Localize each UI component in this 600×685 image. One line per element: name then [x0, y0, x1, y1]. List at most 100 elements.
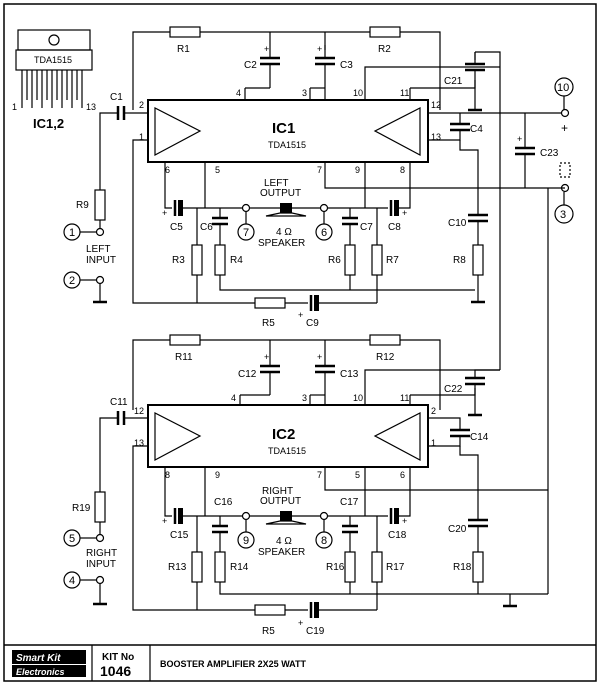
svg-text:INPUT: INPUT — [86, 255, 116, 266]
c2: + C2 — [244, 44, 280, 71]
svg-text:C20: C20 — [448, 524, 467, 535]
svg-text:C5: C5 — [170, 222, 183, 233]
svg-text:C16: C16 — [214, 497, 233, 508]
svg-text:R9: R9 — [76, 200, 89, 211]
svg-text:7: 7 — [317, 165, 322, 175]
svg-text:OUTPUT: OUTPUT — [260, 188, 301, 199]
svg-text:SPEAKER: SPEAKER — [258, 547, 305, 558]
svg-text:12: 12 — [134, 406, 144, 416]
svg-text:2: 2 — [139, 100, 144, 110]
svg-text:R5: R5 — [262, 318, 275, 329]
svg-text:C22: C22 — [444, 384, 463, 395]
svg-text:R6: R6 — [328, 255, 341, 266]
svg-text:INPUT: INPUT — [86, 559, 116, 570]
svg-text:4: 4 — [231, 393, 236, 403]
svg-text:R2: R2 — [378, 44, 391, 55]
r18 — [472, 551, 484, 583]
svg-text:1: 1 — [69, 227, 75, 239]
svg-text:C13: C13 — [340, 369, 359, 380]
r4 — [214, 244, 226, 276]
speaker-right — [250, 511, 320, 525]
svg-text:C8: C8 — [388, 222, 401, 233]
svg-text:+: + — [264, 352, 269, 362]
svg-text:9: 9 — [243, 535, 249, 547]
svg-text:+: + — [162, 516, 167, 526]
svg-text:1: 1 — [139, 132, 144, 142]
svg-text:+: + — [561, 121, 568, 135]
svg-text:RIGHT: RIGHT — [86, 548, 117, 559]
svg-text:4 Ω: 4 Ω — [276, 536, 292, 547]
svg-text:5: 5 — [355, 470, 360, 480]
svg-text:9: 9 — [215, 470, 220, 480]
package-pin-last: 13 — [86, 102, 96, 112]
svg-text:5: 5 — [69, 533, 75, 545]
ic1-part: TDA1515 — [268, 140, 306, 150]
svg-text:13: 13 — [134, 438, 144, 448]
r17 — [371, 551, 383, 583]
r9 — [94, 189, 106, 221]
svg-text:R17: R17 — [386, 562, 405, 573]
r5-bottom — [254, 604, 286, 616]
svg-text:7: 7 — [243, 227, 249, 239]
svg-text:R19: R19 — [72, 503, 91, 514]
package-label: IC1,2 — [33, 116, 64, 131]
ic2-section: + C12 + C13 R11 R12 C22 IC2 TDA1515 12 1… — [63, 334, 549, 637]
svg-text:RIGHT: RIGHT — [262, 486, 293, 497]
package-pin-first: 1 — [12, 102, 17, 112]
svg-text:+: + — [317, 44, 322, 54]
svg-text:C19: C19 — [306, 626, 325, 637]
svg-text:C4: C4 — [470, 124, 483, 135]
svg-text:R18: R18 — [453, 562, 472, 573]
svg-text:10: 10 — [353, 393, 363, 403]
svg-text:R16: R16 — [326, 562, 345, 573]
svg-text:C23: C23 — [540, 148, 559, 159]
svg-text:4 Ω: 4 Ω — [276, 227, 292, 238]
svg-text:+: + — [517, 134, 522, 144]
kit-label: KIT No — [102, 652, 134, 663]
svg-text:C15: C15 — [170, 530, 189, 541]
svg-text:6: 6 — [165, 165, 170, 175]
svg-text:13: 13 — [431, 132, 441, 142]
svg-text:+: + — [402, 208, 407, 218]
svg-text:8: 8 — [400, 165, 405, 175]
svg-text:2: 2 — [69, 275, 75, 287]
svg-text:6: 6 — [321, 227, 327, 239]
svg-text:10: 10 — [557, 82, 569, 94]
c3: + C3 — [315, 32, 353, 71]
diagram-title: BOOSTER AMPLIFIER 2X25 WATT — [160, 659, 307, 669]
svg-text:3: 3 — [302, 393, 307, 403]
ic-package: TDA1515 1 13 IC1,2 — [12, 29, 96, 131]
svg-text:11: 11 — [400, 88, 409, 98]
svg-text:5: 5 — [215, 165, 220, 175]
svg-text:R13: R13 — [168, 562, 187, 573]
svg-text:8: 8 — [321, 535, 327, 547]
svg-text:R1: R1 — [177, 44, 190, 55]
ic1-section: + C2 + C3 R1 R2 C21 IC1 TDA1515 2 1 — [63, 26, 565, 370]
svg-text:C3: C3 — [340, 60, 353, 71]
kit-number: 1046 — [100, 663, 131, 679]
svg-text:3: 3 — [560, 209, 566, 221]
svg-text:+: + — [402, 516, 407, 526]
r5-top — [254, 297, 286, 309]
svg-text:C2: C2 — [244, 60, 257, 71]
svg-text:C17: C17 — [340, 497, 359, 508]
ic2-box — [147, 404, 429, 468]
r19 — [94, 491, 106, 523]
svg-text:12: 12 — [431, 100, 441, 110]
svg-text:+: + — [264, 44, 269, 54]
r12 — [369, 334, 401, 346]
r6 — [344, 244, 356, 276]
svg-text:C14: C14 — [470, 432, 489, 443]
r14 — [214, 551, 226, 583]
ic2-part: TDA1515 — [268, 446, 306, 456]
svg-text:1: 1 — [431, 438, 436, 448]
svg-text:LEFT: LEFT — [264, 178, 288, 189]
svg-text:4: 4 — [236, 88, 241, 98]
svg-text:R3: R3 — [172, 255, 185, 266]
ic2-title: IC2 — [272, 426, 295, 443]
svg-text:9: 9 — [355, 165, 360, 175]
r8 — [472, 244, 484, 276]
svg-text:OUTPUT: OUTPUT — [260, 496, 301, 507]
r7 — [371, 244, 383, 276]
